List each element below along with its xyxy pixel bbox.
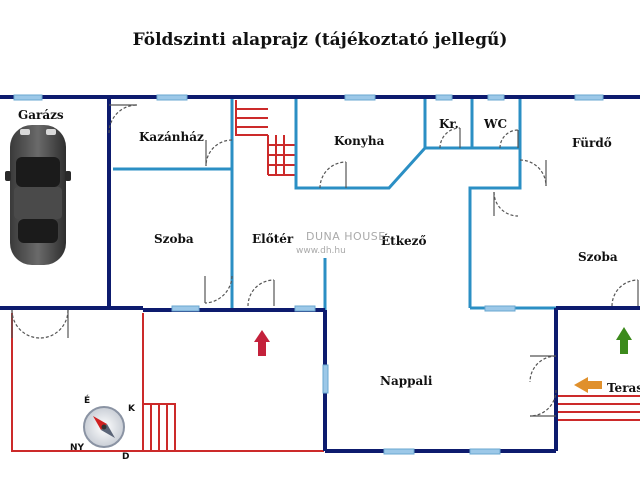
exterior-walls (0, 95, 640, 453)
room-label-terrace: Teras (607, 381, 640, 395)
terrace-outline (11, 100, 640, 452)
windows (13, 94, 604, 455)
compass-south: D (122, 452, 130, 462)
room-label-bathroom: Fürdő (572, 136, 612, 150)
partition-walls (113, 97, 640, 310)
car-icon (5, 125, 71, 265)
door-leaves (11, 104, 639, 417)
room-label-dining: Étkező (381, 234, 427, 248)
page-title: Földszinti alaprajz (tájékoztató jellegű… (132, 30, 508, 50)
compass-icon (83, 406, 125, 448)
compass-north: É (84, 396, 91, 406)
entrance-arrow-orange (574, 377, 602, 393)
room-label-living: Nappali (380, 374, 433, 388)
room-label-wc: WC (484, 117, 508, 131)
room-label-room-left: Szoba (154, 232, 194, 246)
room-label-hall: Előtér (252, 232, 294, 246)
room-label-boiler: Kazánház (139, 130, 204, 144)
room-label-room-right: Szoba (578, 250, 618, 264)
entrance-arrow-red (254, 330, 270, 356)
entrance-arrow-green (616, 327, 632, 354)
watermark-brand: DUNA HOUSE (306, 230, 386, 243)
room-label-pantry: Kr. (439, 117, 459, 131)
room-label-kitchen: Konyha (334, 134, 385, 148)
compass-west: NY (70, 443, 85, 453)
room-label-garage: Garázs (18, 108, 64, 122)
watermark-url: www.dh.hu (296, 246, 346, 256)
compass-east: K (128, 404, 135, 414)
